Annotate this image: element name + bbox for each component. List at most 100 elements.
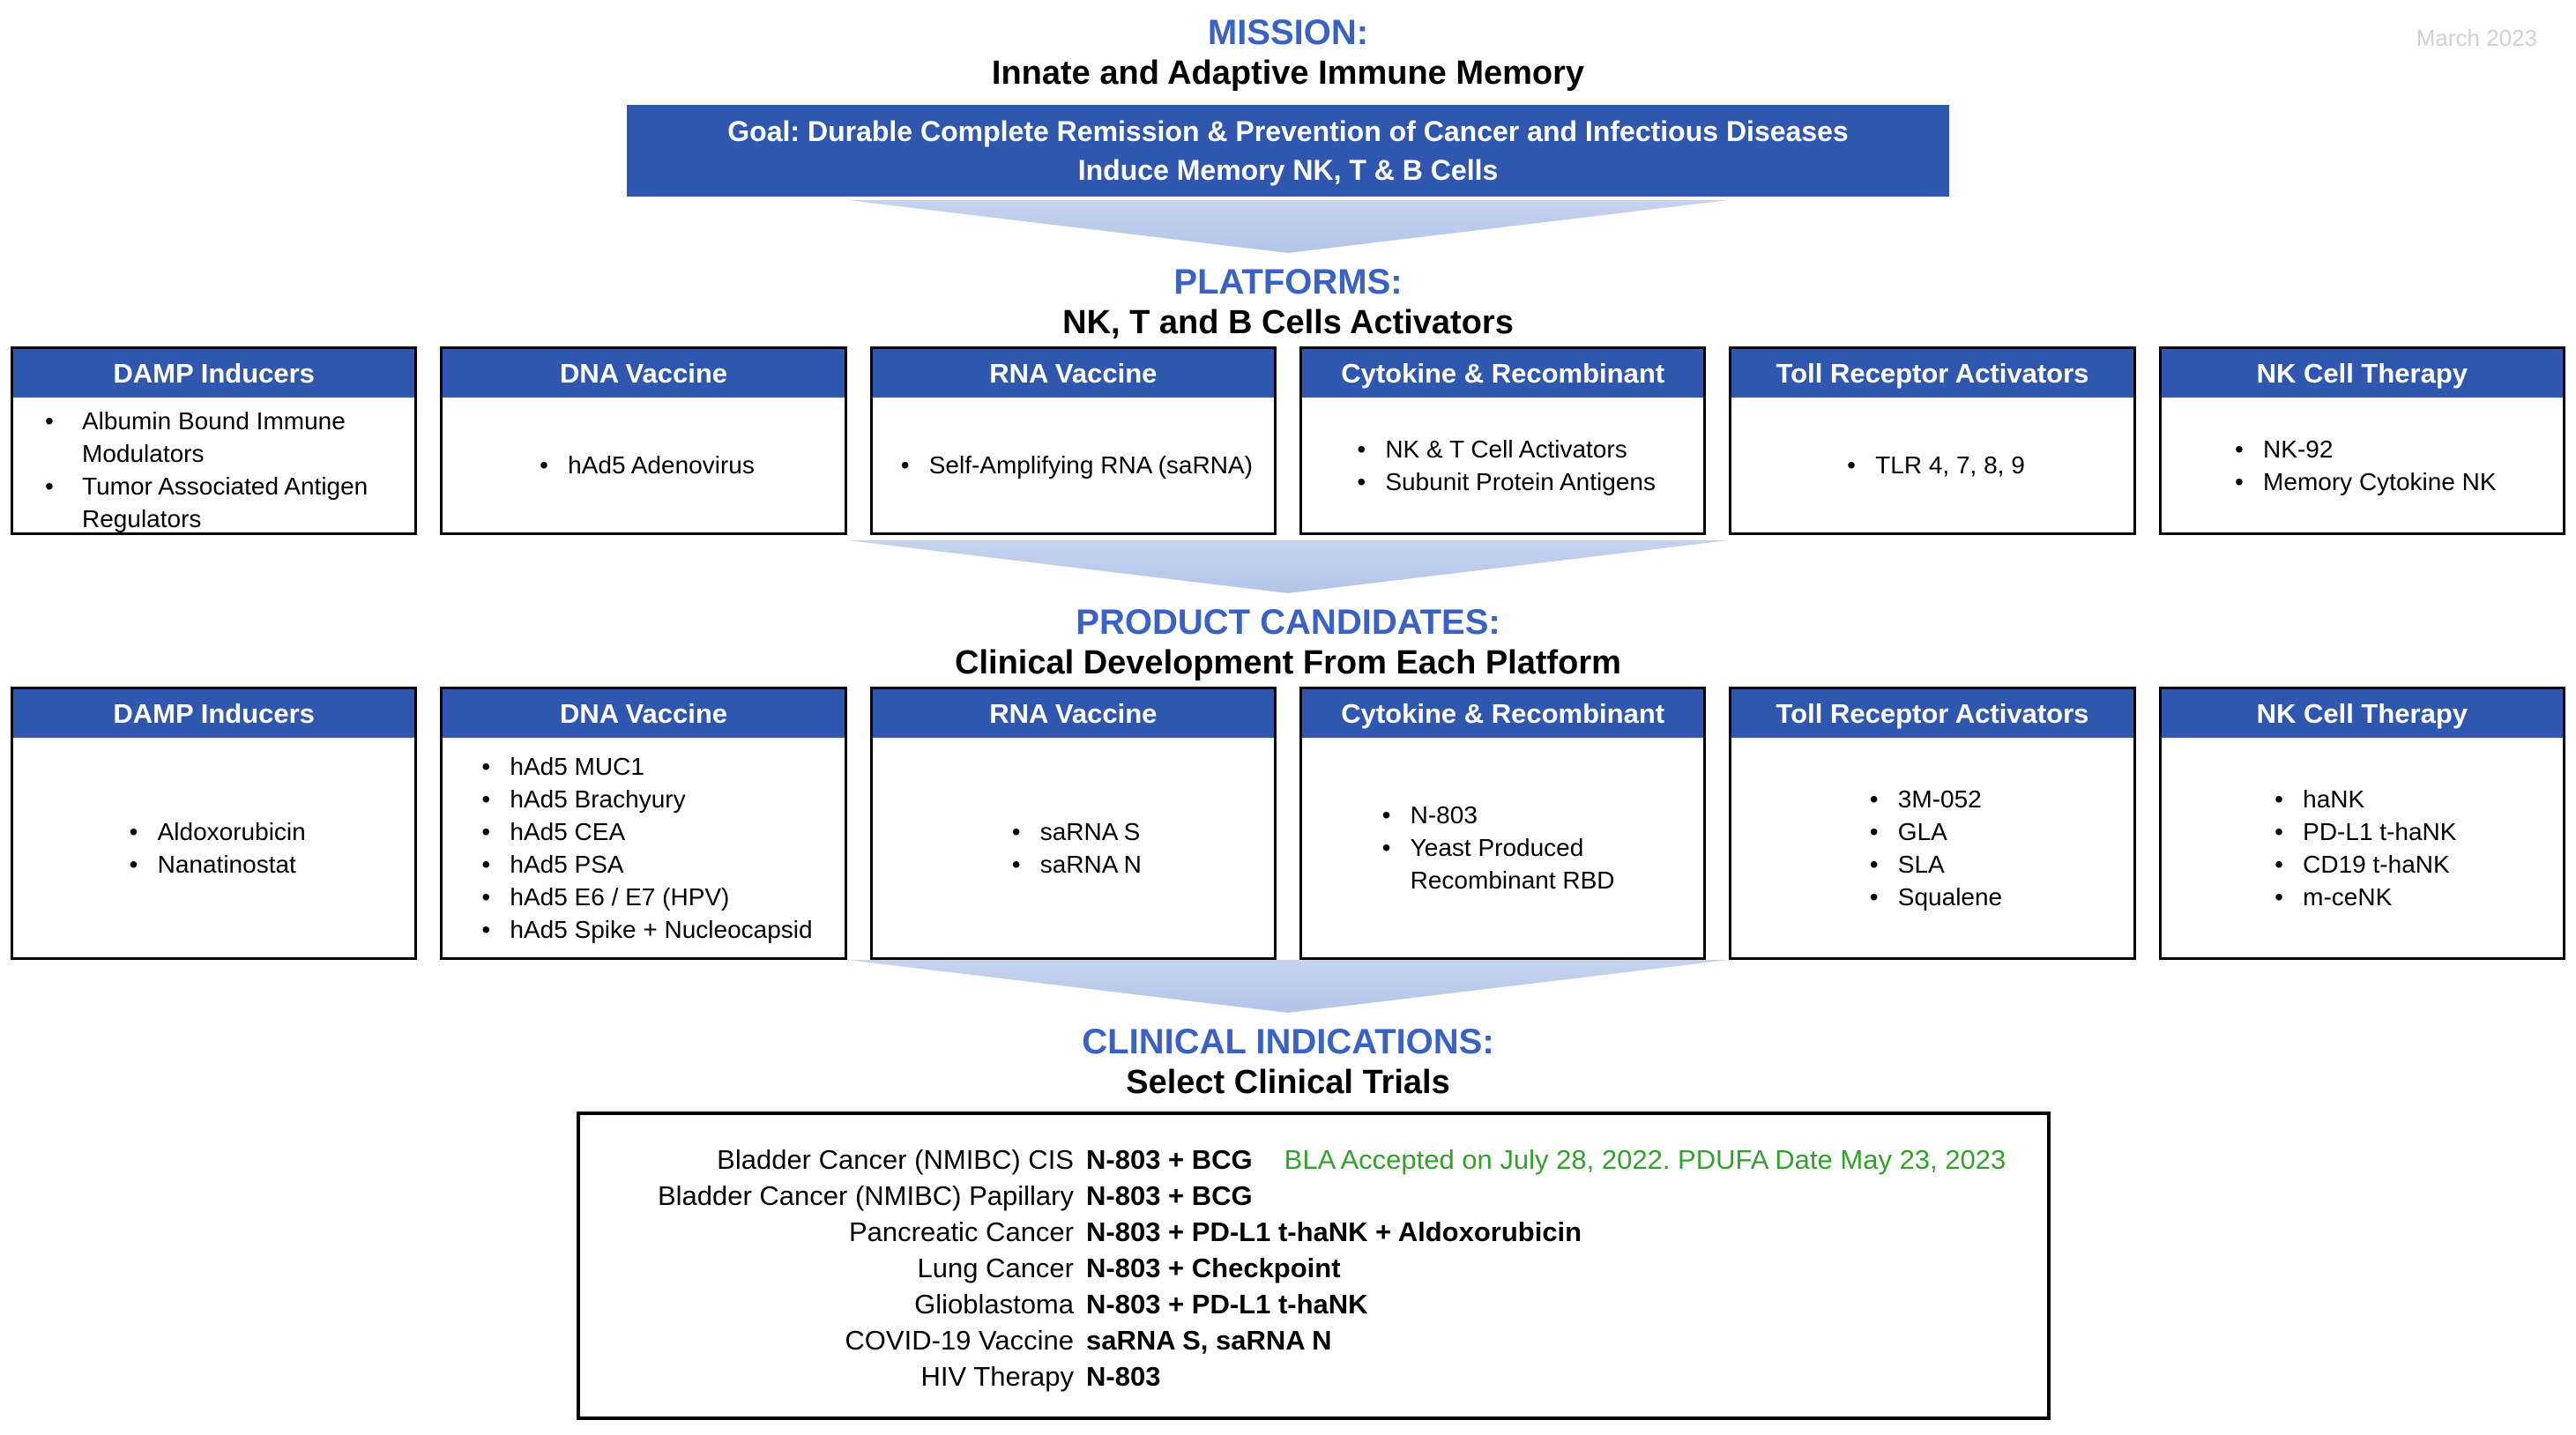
box-title: Toll Receptor Activators bbox=[1731, 689, 2133, 738]
platform-box-nk-cell-therapy: NK Cell Therapy NK-92 Memory Cytokine NK bbox=[2158, 346, 2565, 535]
box-body: hAd5 MUC1 hAd5 Brachyury hAd5 CEA hAd5 P… bbox=[443, 738, 844, 957]
product-box-damp-inducers: DAMP Inducers Aldoxorubicin Nanatinostat bbox=[11, 687, 418, 960]
product-candidates-subheading: Clinical Development From Each Platform bbox=[955, 644, 1621, 681]
bullet-item: hAd5 Adenovirus bbox=[532, 449, 755, 481]
box-body: saRNA S saRNA N bbox=[873, 738, 1274, 957]
bullet-item: NK & T Cell Activators bbox=[1350, 433, 1656, 465]
bullet-item: hAd5 PSA bbox=[474, 848, 812, 881]
bullet-list: NK & T Cell Activators Subunit Protein A… bbox=[1350, 433, 1656, 498]
date-label: March 2023 bbox=[2416, 25, 2537, 51]
goal-line-2: Induce Memory NK, T & B Cells bbox=[1077, 154, 1499, 186]
trial-treatment: saRNA S, saRNA N bbox=[1086, 1325, 1332, 1356]
trial-row: COVID-19 Vaccine saRNA S, saRNA N bbox=[580, 1322, 2047, 1358]
bullet-list: hAd5 MUC1 hAd5 Brachyury hAd5 CEA hAd5 P… bbox=[474, 750, 812, 946]
bullet-list: hAd5 Adenovirus bbox=[532, 449, 755, 481]
box-body: haNK PD-L1 t-haNK CD19 t-haNK m-ceNK bbox=[2162, 738, 2563, 957]
bullet-list: Self-Amplifying RNA (saRNA) bbox=[894, 449, 1253, 481]
bullet-item: PD-L1 t-haNK bbox=[2267, 815, 2456, 848]
bullet-list: Aldoxorubicin Nanatinostat bbox=[123, 815, 306, 881]
trial-treatment: N-803 + BCG bbox=[1086, 1180, 1253, 1211]
bullet-item: Subunit Protein Antigens bbox=[1350, 465, 1656, 498]
trial-treatment: N-803 + BCG bbox=[1086, 1144, 1253, 1175]
box-body: NK & T Cell Activators Subunit Protein A… bbox=[1302, 398, 1703, 532]
bullet-item: N-803 bbox=[1375, 799, 1631, 831]
box-title: DAMP Inducers bbox=[13, 349, 415, 398]
mission-heading: MISSION: bbox=[1207, 13, 1369, 52]
platform-box-dna-vaccine: DNA Vaccine hAd5 Adenovirus bbox=[440, 346, 847, 535]
product-box-nk-cell-therapy: NK Cell Therapy haNK PD-L1 t-haNK CD19 t… bbox=[2158, 687, 2565, 960]
down-arrow-icon bbox=[847, 960, 1729, 1013]
trial-row: Bladder Cancer (NMIBC) Papillary N-803 +… bbox=[580, 1178, 2047, 1214]
goal-line-1: Goal: Durable Complete Remission & Preve… bbox=[727, 115, 1849, 147]
box-body: NK-92 Memory Cytokine NK bbox=[2162, 398, 2563, 532]
bullet-list: TLR 4, 7, 8, 9 bbox=[1840, 449, 2025, 481]
bullet-item: Aldoxorubicin bbox=[123, 815, 306, 848]
product-box-toll-receptor-activators: Toll Receptor Activators 3M-052 GLA SLA … bbox=[1729, 687, 2136, 960]
box-title: RNA Vaccine bbox=[872, 349, 1274, 398]
bullet-item: Albumin Bound Immune Modulators bbox=[13, 405, 414, 470]
product-candidates-heading: PRODUCT CANDIDATES: bbox=[1076, 603, 1500, 642]
down-arrow-icon bbox=[847, 540, 1729, 593]
trial-treatment: N-803 bbox=[1086, 1361, 1161, 1392]
box-body: Self-Amplifying RNA (saRNA) bbox=[873, 398, 1274, 532]
bullet-list: Albumin Bound Immune Modulators Tumor As… bbox=[13, 405, 414, 535]
trial-indication: COVID-19 Vaccine bbox=[845, 1325, 1074, 1356]
bullet-item: Nanatinostat bbox=[123, 848, 306, 881]
platform-box-toll-receptor-activators: Toll Receptor Activators TLR 4, 7, 8, 9 bbox=[1729, 346, 2136, 535]
clinical-indications-subheading: Select Clinical Trials bbox=[1126, 1064, 1450, 1101]
trial-treatment: N-803 + PD-L1 t-haNK + Aldoxorubicin bbox=[1086, 1216, 1582, 1247]
box-body: TLR 4, 7, 8, 9 bbox=[1731, 398, 2133, 532]
box-body: 3M-052 GLA SLA Squalene bbox=[1731, 738, 2133, 957]
box-body: Aldoxorubicin Nanatinostat bbox=[13, 738, 414, 957]
trial-row: HIV Therapy N-803 bbox=[580, 1358, 2047, 1394]
product-box-cytokine-recombinant: Cytokine & Recombinant N-803 Yeast Produ… bbox=[1299, 687, 1707, 960]
clinical-indications-heading: CLINICAL INDICATIONS: bbox=[1082, 1022, 1494, 1061]
platform-box-cytokine-recombinant: Cytokine & Recombinant NK & T Cell Activ… bbox=[1299, 346, 1707, 535]
bullet-item: m-ceNK bbox=[2267, 881, 2456, 913]
bullet-list: 3M-052 GLA SLA Squalene bbox=[1863, 783, 2002, 913]
box-body: Albumin Bound Immune Modulators Tumor As… bbox=[13, 398, 414, 532]
trial-note: BLA Accepted on July 28, 2022. PDUFA Dat… bbox=[1284, 1144, 2006, 1175]
box-body: hAd5 Adenovirus bbox=[443, 398, 844, 532]
trial-treatment: N-803 + PD-L1 t-haNK bbox=[1086, 1289, 1368, 1320]
box-title: Toll Receptor Activators bbox=[1731, 349, 2133, 398]
trial-treatment: N-803 + Checkpoint bbox=[1086, 1253, 1341, 1283]
trial-indication: Glioblastoma bbox=[914, 1289, 1074, 1320]
trial-indication: Lung Cancer bbox=[917, 1253, 1074, 1283]
mission-subheading: Innate and Adaptive Immune Memory bbox=[991, 55, 1585, 92]
bullet-item: hAd5 Spike + Nucleocapsid bbox=[474, 913, 812, 946]
bullet-item: Memory Cytokine NK bbox=[2228, 465, 2497, 498]
trial-row: Glioblastoma N-803 + PD-L1 t-haNK bbox=[580, 1286, 2047, 1322]
platforms-heading: PLATFORMS: bbox=[1173, 263, 1403, 301]
platforms-subheading: NK, T and B Cells Activators bbox=[1062, 304, 1514, 341]
box-title: RNA Vaccine bbox=[872, 689, 1274, 738]
bullet-item: hAd5 E6 / E7 (HPV) bbox=[474, 881, 812, 913]
box-title: Cytokine & Recombinant bbox=[1301, 349, 1704, 398]
trial-row: Bladder Cancer (NMIBC) CIS N-803 + BCG B… bbox=[580, 1141, 2047, 1178]
trial-indication: Pancreatic Cancer bbox=[848, 1216, 1074, 1247]
bullet-item: saRNA N bbox=[1005, 848, 1142, 881]
bullet-item: Self-Amplifying RNA (saRNA) bbox=[894, 449, 1253, 481]
platforms-row: DAMP Inducers Albumin Bound Immune Modul… bbox=[0, 346, 2576, 535]
bullet-list: N-803 Yeast Produced Recombinant RBD bbox=[1375, 799, 1631, 896]
bullet-item: SLA bbox=[1863, 848, 2002, 881]
bullet-item: Tumor Associated Antigen Regulators bbox=[13, 470, 414, 535]
bullet-item: hAd5 Brachyury bbox=[474, 783, 812, 815]
bullet-item: TLR 4, 7, 8, 9 bbox=[1840, 449, 2025, 481]
trial-indication: Bladder Cancer (NMIBC) Papillary bbox=[657, 1180, 1074, 1211]
box-body: N-803 Yeast Produced Recombinant RBD bbox=[1302, 738, 1703, 957]
bullet-item: Squalene bbox=[1863, 881, 2002, 913]
bullet-item: hAd5 CEA bbox=[474, 815, 812, 848]
bullet-item: Yeast Produced Recombinant RBD bbox=[1375, 831, 1631, 896]
trial-indication: HIV Therapy bbox=[920, 1361, 1074, 1392]
bullet-item: NK-92 bbox=[2228, 433, 2497, 465]
bullet-item: 3M-052 bbox=[1863, 783, 2002, 815]
platform-box-damp-inducers: DAMP Inducers Albumin Bound Immune Modul… bbox=[11, 346, 418, 535]
bullet-list: haNK PD-L1 t-haNK CD19 t-haNK m-ceNK bbox=[2267, 783, 2456, 913]
product-candidates-row: DAMP Inducers Aldoxorubicin Nanatinostat… bbox=[0, 687, 2576, 960]
goal-banner: Goal: Durable Complete Remission & Preve… bbox=[627, 105, 1949, 197]
platform-box-rna-vaccine: RNA Vaccine Self-Amplifying RNA (saRNA) bbox=[869, 346, 1277, 535]
box-title: NK Cell Therapy bbox=[2161, 349, 2563, 398]
box-title: DNA Vaccine bbox=[443, 689, 845, 738]
